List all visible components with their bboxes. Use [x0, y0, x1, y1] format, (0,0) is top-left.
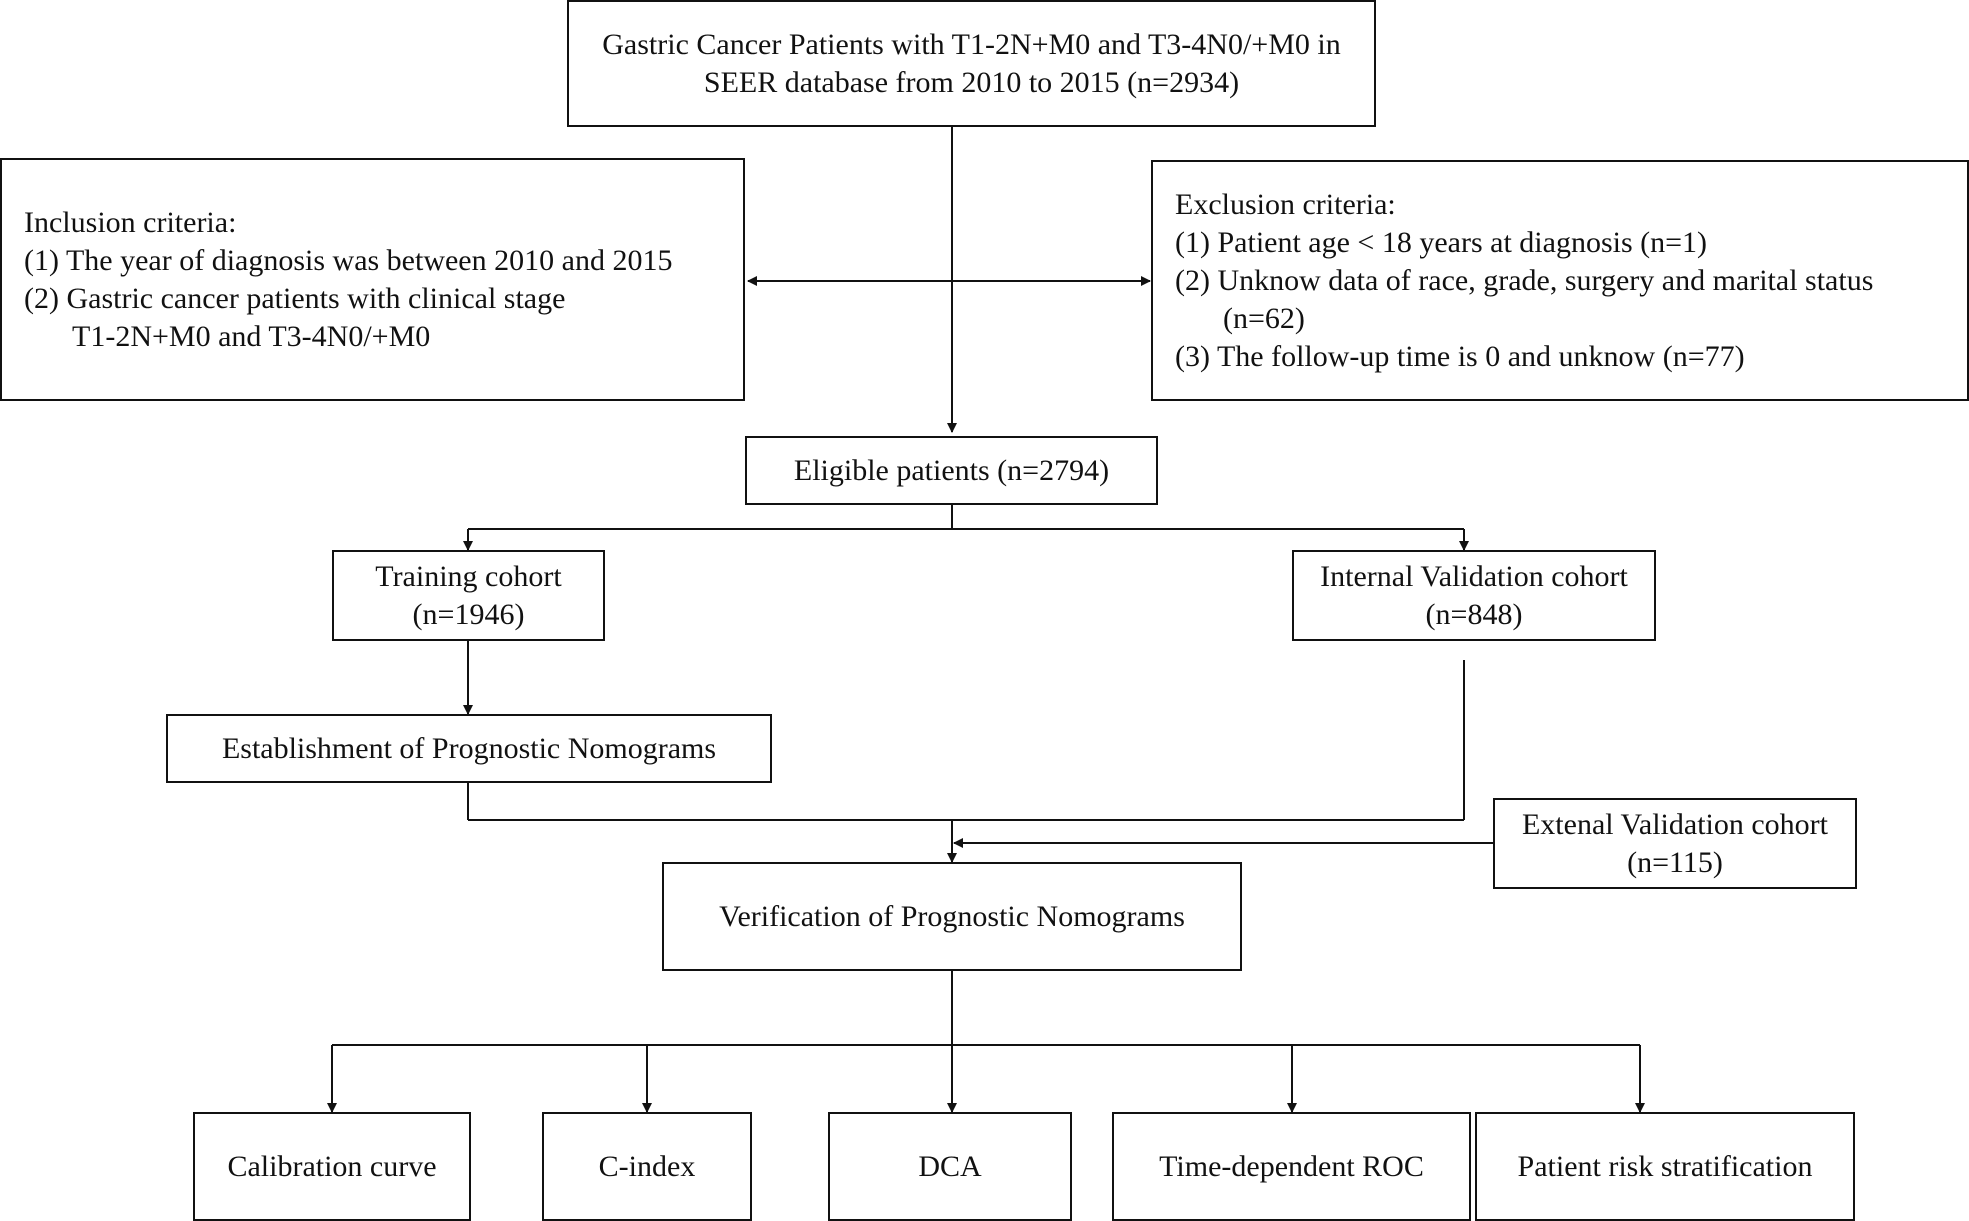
dca-label: DCA — [918, 1149, 982, 1183]
training-cohort-box: Training cohort (n=1946) — [332, 550, 605, 641]
exclusion-heading: Exclusion criteria: — [1175, 187, 1396, 221]
time-dependent-roc-box: Time-dependent ROC — [1112, 1112, 1471, 1221]
exclusion-criteria-box: Exclusion criteria: (1) Patient age < 18… — [1151, 160, 1969, 401]
establishment-label: Establishment of Prognostic Nomograms — [221, 731, 717, 765]
internal-validation-box: Internal Validation cohort (n=848) — [1292, 550, 1656, 641]
inclusion-heading: Inclusion criteria: — [24, 205, 237, 239]
calibration-curve-box: Calibration curve — [193, 1112, 471, 1221]
roc-label: Time-dependent ROC — [1159, 1149, 1424, 1183]
internal-line-2: (n=848) — [1425, 597, 1523, 631]
source-line-1: Gastric Cancer Patients with T1-2N+M0 an… — [602, 27, 1341, 61]
dca-box: DCA — [828, 1112, 1072, 1221]
cindex-label: C-index — [598, 1149, 696, 1183]
training-line-2: (n=1946) — [412, 597, 525, 631]
exclusion-item-3: (3) The follow-up time is 0 and unknow (… — [1175, 339, 1745, 373]
establishment-box: Establishment of Prognostic Nomograms — [166, 714, 772, 783]
internal-line-1: Internal Validation cohort — [1320, 559, 1628, 593]
calibration-label: Calibration curve — [227, 1149, 437, 1183]
inclusion-item-2-cont: T1-2N+M0 and T3-4N0/+M0 — [72, 319, 431, 353]
patient-risk-stratification-box: Patient risk stratification — [1475, 1112, 1855, 1221]
verification-label: Verification of Prognostic Nomograms — [719, 899, 1185, 933]
exclusion-item-2: (2) Unknow data of race, grade, surgery … — [1175, 263, 1874, 297]
inclusion-item-1: (1) The year of diagnosis was between 20… — [24, 243, 673, 277]
source-box: Gastric Cancer Patients with T1-2N+M0 an… — [567, 0, 1376, 127]
inclusion-criteria-box: Inclusion criteria: (1) The year of diag… — [0, 158, 745, 401]
external-validation-box: Extenal Validation cohort (n=115) — [1493, 798, 1857, 889]
eligible-patients-box: Eligible patients (n=2794) — [745, 436, 1158, 505]
training-line-1: Training cohort — [375, 559, 562, 593]
inclusion-item-2: (2) Gastric cancer patients with clinica… — [24, 281, 566, 315]
c-index-box: C-index — [542, 1112, 752, 1221]
risk-label: Patient risk stratification — [1517, 1149, 1813, 1183]
exclusion-item-2-cont: (n=62) — [1223, 301, 1305, 335]
external-line-1: Extenal Validation cohort — [1521, 807, 1829, 841]
eligible-label: Eligible patients (n=2794) — [793, 453, 1110, 487]
external-line-2: (n=115) — [1627, 845, 1723, 879]
source-line-2: SEER database from 2010 to 2015 (n=2934) — [703, 65, 1240, 99]
exclusion-item-1: (1) Patient age < 18 years at diagnosis … — [1175, 225, 1708, 259]
verification-box: Verification of Prognostic Nomograms — [662, 862, 1242, 971]
